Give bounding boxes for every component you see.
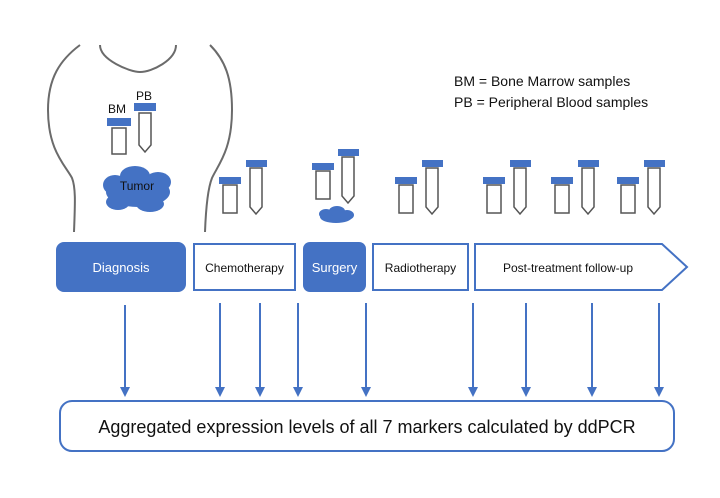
stage-radiotherapy-label: Radiotherapy: [385, 261, 456, 275]
stage-surgery-label: Surgery: [312, 260, 358, 275]
stage-diagnosis: Diagnosis: [56, 242, 186, 292]
sampling-arrows: [120, 303, 664, 397]
pb-tube-icon: [510, 160, 531, 216]
stage-radiotherapy: Radiotherapy: [372, 243, 469, 291]
pb-label: PB: [136, 89, 152, 103]
legend-pb: PB = Peripheral Blood samples: [454, 94, 648, 110]
pb-tube-icon: [338, 149, 359, 205]
bm-tube-icon: [219, 177, 241, 214]
bm-tube-icon: [395, 177, 417, 214]
stage-followup: Post-treatment follow-up: [474, 243, 689, 291]
bm-label: BM: [108, 102, 126, 116]
pb-tube-icon: [578, 160, 599, 216]
stage-chemotherapy: Chemotherapy: [193, 243, 296, 291]
tumor-icon: [103, 166, 171, 212]
stage-diagnosis-label: Diagnosis: [92, 260, 150, 275]
patient-body-outline: [46, 44, 234, 233]
legend-bm: BM = Bone Marrow samples: [454, 73, 630, 89]
bm-tube-icon: [617, 177, 639, 214]
tumor-label: Tumor: [120, 179, 154, 193]
stage-chemotherapy-label: Chemotherapy: [205, 261, 284, 275]
result-text: Aggregated expression levels of all 7 ma…: [98, 417, 635, 437]
stage-surgery: Surgery: [303, 242, 366, 292]
pb-tube-icon: [246, 160, 267, 216]
pb-tube-icon: [134, 103, 156, 154]
pb-tube-icon: [422, 160, 443, 216]
stage-followup-label: Post-treatment follow-up: [503, 261, 633, 275]
bm-tube-icon: [483, 177, 505, 214]
bm-tube-icon: [551, 177, 573, 214]
resected-tumor-icon: [319, 206, 354, 223]
bm-tube-icon: [107, 118, 131, 155]
bm-tube-icon: [312, 163, 334, 200]
result-box: Aggregated expression levels of all 7 ma…: [59, 400, 675, 452]
pb-tube-icon: [644, 160, 665, 216]
